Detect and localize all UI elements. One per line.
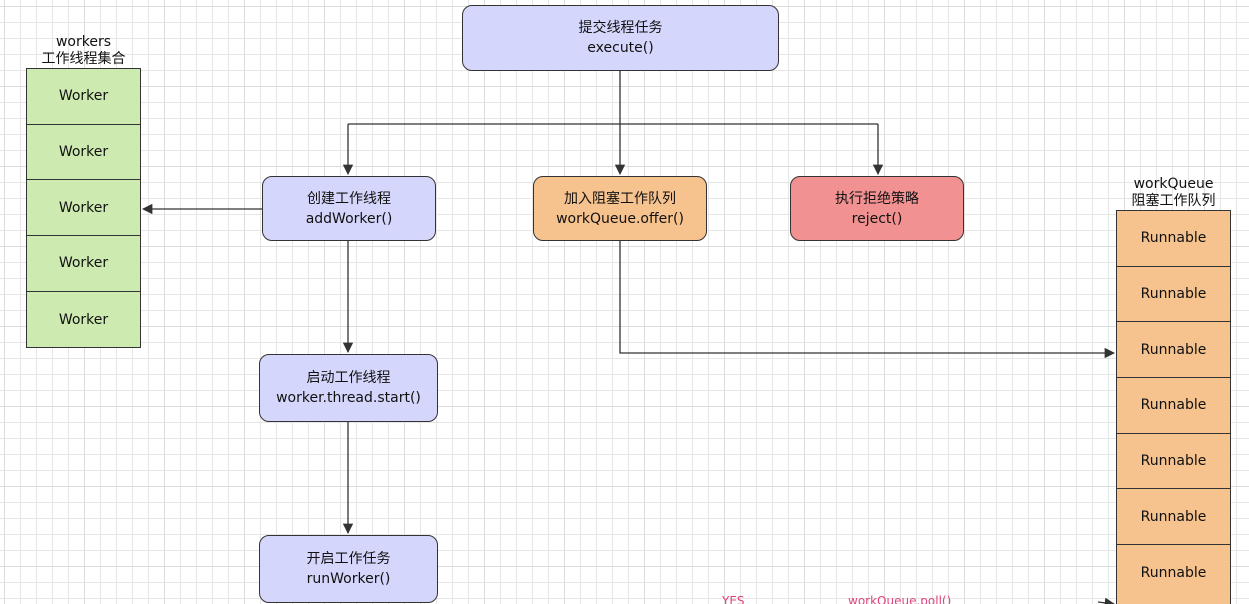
submit-task-title: 提交线程任务 — [578, 20, 663, 36]
edge-label-yes: YES — [722, 594, 745, 604]
queue-item[interactable]: Runnable — [1140, 564, 1207, 581]
reject-title: 执行拒绝策略 — [835, 190, 919, 207]
worker-item[interactable]: Worker — [27, 180, 140, 237]
worker-item[interactable]: Worker — [27, 69, 140, 125]
work-queue-title: workQueue 阻塞工作队列 — [1116, 176, 1231, 210]
queue-item[interactable]: Runnable — [1117, 489, 1230, 546]
queue-item[interactable]: Runnable — [1117, 322, 1230, 379]
reject-method: reject() — [851, 210, 903, 227]
run-worker-method: runWorker() — [306, 571, 391, 587]
queue-item[interactable]: Runnable — [1117, 211, 1230, 267]
add-worker-title: 创建工作线程 — [307, 190, 391, 207]
workers-subtitle: 工作线程集合 — [41, 51, 126, 67]
offer-queue-title: 加入阻塞工作队列 — [564, 190, 676, 207]
add-worker-method: addWorker() — [305, 210, 393, 227]
reject-node[interactable]: 执行拒绝策略 reject() — [790, 176, 964, 241]
run-worker-node[interactable]: 开启工作任务 runWorker() — [259, 535, 438, 603]
worker-item[interactable]: Worker — [58, 311, 109, 328]
submit-task-method: execute() — [587, 40, 654, 56]
start-thread-method: worker.thread.start() — [276, 390, 421, 406]
work-queue-stack: Runnable Runnable Runnable Runnable Runn… — [1116, 210, 1231, 604]
offer-queue-node[interactable]: 加入阻塞工作队列 workQueue.offer() — [533, 176, 707, 241]
edge-offer-to-queue — [619, 240, 1116, 359]
run-worker-title: 开启工作任务 — [306, 551, 391, 567]
edge-label-poll: workQueue.poll() — [848, 594, 952, 604]
workers-name: workers — [55, 34, 112, 50]
start-thread-title: 启动工作线程 — [306, 370, 391, 386]
work-queue-name: workQueue — [1133, 176, 1214, 192]
submit-task-node[interactable]: 提交线程任务 execute() — [462, 5, 779, 71]
queue-item[interactable]: Runnable — [1117, 378, 1230, 434]
start-thread-node[interactable]: 启动工作线程 worker.thread.start() — [259, 354, 438, 422]
worker-item[interactable]: Worker — [27, 236, 140, 292]
work-queue-subtitle: 阻塞工作队列 — [1131, 193, 1216, 209]
workers-stack: Worker Worker Worker Worker Worker — [26, 68, 141, 348]
worker-item[interactable]: Worker — [27, 125, 140, 181]
add-worker-node[interactable]: 创建工作线程 addWorker() — [262, 176, 436, 241]
workers-title: workers 工作线程集合 — [26, 34, 141, 68]
queue-item[interactable]: Runnable — [1117, 434, 1230, 490]
queue-item[interactable]: Runnable — [1117, 267, 1230, 323]
offer-queue-method: workQueue.offer() — [556, 210, 684, 227]
